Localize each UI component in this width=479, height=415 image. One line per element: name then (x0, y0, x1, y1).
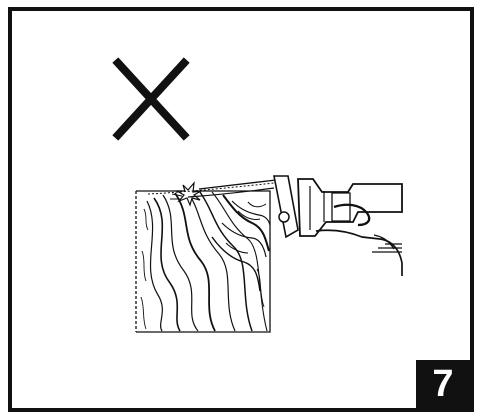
instruction-illustration (12, 11, 470, 408)
step-number-badge: 7 (416, 360, 470, 408)
prohibited-x-icon (118, 63, 184, 135)
instruction-frame: 7 (8, 7, 474, 412)
wood-board-icon (136, 191, 270, 332)
